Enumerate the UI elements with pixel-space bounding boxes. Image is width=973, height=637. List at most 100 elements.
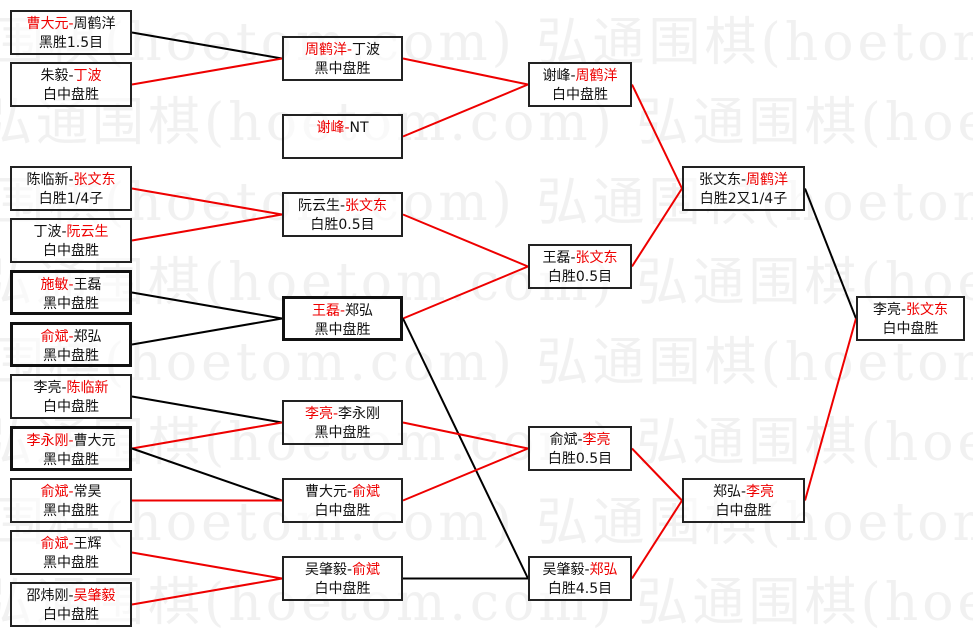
player-black: 李亮	[872, 302, 901, 318]
match-box[interactable]: 谢峰-周鹤洋白中盘胜	[528, 62, 632, 107]
player-white: 张文东	[73, 172, 116, 188]
match-box[interactable]: 李亮-李永刚黑中盘胜	[282, 400, 403, 445]
match-box[interactable]: 吴肇毅-郑弘白胜4.5目	[528, 556, 632, 601]
dash-separator: -	[68, 329, 74, 345]
dash-separator: -	[61, 224, 67, 240]
match-box[interactable]: 俞斌-常昊黑中盘胜	[10, 478, 132, 523]
player-white: 郑弘	[73, 329, 102, 345]
player-white: 李永刚	[338, 406, 381, 422]
winner-path-line	[131, 421, 283, 450]
match-result: 黑胜1.5目	[38, 35, 104, 51]
winner-path-line	[131, 213, 283, 242]
match-result: 黑中盘胜	[43, 555, 99, 571]
player-black: 谢峰	[316, 120, 345, 136]
player-black: 俞斌	[40, 536, 69, 552]
dash-separator: -	[68, 588, 74, 604]
match-box[interactable]: 俞斌-郑弘黑中盘胜	[10, 322, 132, 367]
match-result: 白胜2又1/4子	[699, 191, 788, 207]
dash-separator: -	[577, 432, 583, 448]
match-box[interactable]: 谢峰-NT	[282, 114, 403, 159]
match-players: 谢峰-周鹤洋	[530, 67, 630, 86]
match-players: 王磊-郑弘	[285, 302, 400, 321]
winner-path-line	[631, 187, 683, 268]
match-players: 吴肇毅-俞斌	[284, 561, 401, 580]
dash-separator: -	[740, 172, 747, 188]
match-players: 王磊-张文东	[530, 249, 630, 268]
match-box[interactable]: 施敏-王磊黑中盘胜	[10, 270, 132, 315]
dash-separator: -	[570, 250, 576, 266]
match-result: 白中盘胜	[43, 399, 99, 415]
match-box[interactable]: 邵炜刚-吴肇毅白中盘胜	[10, 582, 132, 627]
winner-path-line	[402, 57, 529, 86]
match-result: 白中盘胜	[43, 243, 99, 259]
match-players: 李永刚-曹大元	[13, 432, 129, 451]
match-box[interactable]: 曹大元-周鹤洋黑胜1.5目	[10, 10, 132, 55]
match-box[interactable]: 俞斌-李亮白胜0.5目	[528, 426, 632, 471]
match-result: 白胜4.5目	[547, 581, 613, 597]
match-box[interactable]: 曹大元-俞斌白中盘胜	[282, 478, 403, 523]
match-box[interactable]: 吴肇毅-俞斌白中盘胜	[282, 556, 403, 601]
match-players: 李亮-张文东	[858, 301, 963, 320]
match-box[interactable]: 俞斌-王辉黑中盘胜	[10, 530, 132, 575]
match-box[interactable]: 陈临新-张文东白胜1/4子	[10, 166, 132, 211]
player-white: 丁波	[352, 42, 381, 58]
match-box[interactable]: 郑弘-李亮白中盘胜	[682, 478, 805, 523]
match-result: 白中盘胜	[43, 87, 99, 103]
player-white: 周鹤洋	[746, 172, 789, 188]
player-white: 周鹤洋	[73, 16, 116, 32]
match-box[interactable]: 阮云生-张文东白胜0.5目	[282, 192, 403, 237]
player-black: 邵炜刚	[26, 588, 69, 604]
match-box[interactable]: 朱毅-丁波白中盘胜	[10, 62, 132, 107]
dash-separator: -	[68, 536, 74, 552]
dash-separator: -	[68, 172, 74, 188]
player-black: 李亮	[33, 380, 62, 396]
winner-path-line	[131, 551, 283, 580]
watermark-text: 弘通围棋(hoetom.com) 弘通围棋(hoetom.com)	[0, 93, 973, 153]
match-result: 白中盘胜	[715, 503, 772, 519]
match-players: 邵炜刚-吴肇毅	[12, 587, 130, 606]
player-black: 俞斌	[40, 484, 69, 500]
match-players: 俞斌-李亮	[530, 431, 630, 450]
player-white: 阮云生	[66, 224, 109, 240]
match-box[interactable]: 李永刚-曹大元黑中盘胜	[10, 426, 132, 471]
match-result: 白中盘胜	[882, 321, 939, 337]
dash-separator: -	[68, 68, 74, 84]
match-result: 白中盘胜	[314, 581, 371, 597]
player-black: 吴肇毅	[304, 562, 347, 578]
winner-path-line	[402, 83, 529, 138]
player-black: 阮云生	[297, 198, 340, 214]
match-players: 陈临新-张文东	[12, 171, 130, 190]
player-white: 郑弘	[345, 303, 374, 319]
winner-path-line	[631, 499, 683, 580]
match-box[interactable]: 丁波-阮云生白中盘胜	[10, 218, 132, 263]
match-box[interactable]: 张文东-周鹤洋白胜2又1/4子	[682, 166, 805, 211]
match-result: 白中盘胜	[43, 607, 99, 623]
connector-line	[131, 291, 283, 320]
match-players: 曹大元-周鹤洋	[12, 15, 130, 34]
match-box[interactable]: 王磊-张文东白胜0.5目	[528, 244, 632, 289]
match-result: 黑中盘胜	[43, 296, 99, 312]
player-black: 王磊	[542, 250, 571, 266]
match-players: 吴肇毅-郑弘	[530, 561, 630, 580]
player-white: 李亮	[582, 432, 611, 448]
match-result: 黑中盘胜	[314, 322, 371, 338]
player-white: 俞斌	[352, 562, 381, 578]
player-black: 曹大元	[304, 484, 347, 500]
winner-path-line	[402, 265, 529, 320]
match-box[interactable]: 李亮-张文东白中盘胜	[856, 296, 965, 341]
winner-path-line	[804, 318, 857, 501]
player-white: 张文东	[575, 250, 618, 266]
player-white: 王辉	[73, 536, 102, 552]
connector-line	[131, 447, 283, 502]
match-players: 谢峰-NT	[284, 119, 401, 138]
player-black: 李亮	[304, 406, 333, 422]
match-box[interactable]: 王磊-郑弘黑中盘胜	[282, 296, 403, 341]
match-box[interactable]: 周鹤洋-丁波黑中盘胜	[282, 36, 403, 81]
match-result: 白中盘胜	[314, 503, 371, 519]
match-box[interactable]: 李亮-陈临新白中盘胜	[10, 374, 132, 419]
player-black: 朱毅	[40, 68, 69, 84]
player-black: 丁波	[33, 224, 62, 240]
match-players: 施敏-王磊	[13, 276, 129, 295]
match-players: 丁波-阮云生	[12, 223, 130, 242]
player-black: 周鹤洋	[304, 42, 347, 58]
